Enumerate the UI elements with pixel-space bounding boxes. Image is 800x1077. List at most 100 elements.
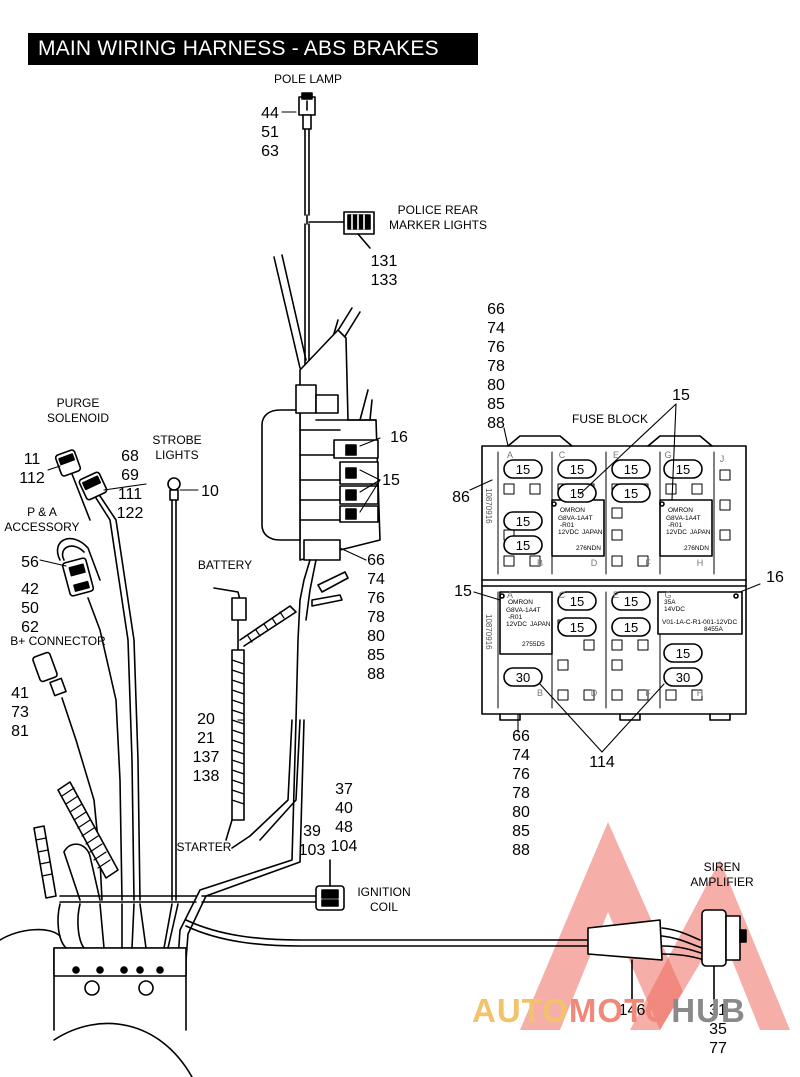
purge-solenoid-connectors (54, 449, 141, 901)
fuse-block (481, 435, 747, 721)
callout-fuse-86: 86 (452, 489, 470, 506)
starter-wire (231, 719, 301, 849)
ignition-coil-connector (315, 859, 345, 911)
row-b-top: B (537, 558, 543, 568)
bplus-connector (32, 651, 103, 901)
mount-bracket (0, 903, 193, 1077)
bplus-connector-label: B+ CONNECTOR (10, 634, 106, 648)
callout-siren-146: 146 (618, 1002, 646, 1019)
fuse-15-i: 15 (570, 594, 584, 609)
col-j-top: J (720, 454, 725, 464)
col-e-bottom: E (613, 590, 619, 600)
col-g-bottom: G (664, 590, 671, 600)
starter-label: STARTER (176, 840, 232, 854)
strobe-connector (167, 477, 181, 901)
page-title: MAIN WIRING HARNESS - ABS BRAKES (28, 33, 478, 65)
col-g-top: G (664, 450, 671, 460)
col-c-bottom: C (559, 590, 566, 600)
fuse-15-a: 15 (516, 462, 530, 477)
fuse-30-b: 30 (676, 670, 690, 685)
relay1-model: G8VA-1A4T (558, 515, 593, 522)
callout-main-16: 16 (390, 429, 408, 446)
callout-strobe: 10 (201, 483, 219, 500)
relay3-code: 2755D5 (522, 641, 545, 648)
fuse-15-m: 15 (676, 646, 690, 661)
relay2-brand: OMRON (668, 507, 693, 514)
row-d-bottom: D (591, 688, 598, 698)
main-junction-block (261, 329, 381, 721)
side-code-bottom: 10870916 (484, 614, 493, 650)
relay4-text: V01-1A-C-R1-001-12VDC (662, 619, 737, 626)
relay3-suffix: -R01 (508, 614, 522, 621)
fuse-15-c: 15 (624, 462, 638, 477)
battery-label: BATTERY (197, 558, 253, 572)
col-c-top: C (559, 450, 566, 460)
relay3-model: G8VA-1A4T (506, 607, 541, 614)
ignition-coil-label: IGNITION COIL (357, 885, 411, 914)
siren-cable (185, 909, 747, 1001)
relay1-suffix: -R01 (560, 522, 574, 529)
leader-lines (39, 111, 761, 753)
fuse-block-text: 15 15 15 15 15 15 15 15 15 15 15 15 15 3… (484, 450, 737, 698)
callout-fuse-15-left: 15 (454, 583, 472, 600)
side-code-top: 10870916 (484, 488, 493, 524)
relay4-code: 8455A (704, 626, 723, 633)
siren-amplifier-label: SIREN AMPLIFIER (690, 860, 754, 889)
relay2-origin: JAPAN (690, 529, 711, 536)
fuse-15-j: 15 (624, 594, 638, 609)
pole-lamp-wire (298, 92, 316, 371)
row-f-bottom: F (645, 688, 651, 698)
relay1-brand: OMRON (560, 507, 585, 514)
fuse-30-a: 30 (516, 670, 530, 685)
watermark-text: AUTOMOTOHUB (472, 992, 746, 1029)
fuse-block-label: FUSE BLOCK (571, 412, 649, 426)
relay4-a: 35A (664, 599, 676, 606)
pa-accessory-label: P & A ACCESSORY (4, 505, 80, 534)
relay3-origin: JAPAN (530, 621, 551, 628)
fuse-15-k: 15 (570, 620, 584, 635)
fuse-15-g: 15 (516, 514, 530, 529)
fuse-15-d: 15 (676, 462, 690, 477)
pa-accessory-connector (56, 537, 123, 901)
row-h-bottom: H (697, 688, 704, 698)
relay3-brand: OMRON (508, 599, 533, 606)
row-h-top: H (697, 558, 704, 568)
harness-trunk (59, 719, 317, 961)
pole-lamp-label: POLE LAMP (273, 72, 343, 86)
relay1-volt: 12VDC (558, 529, 579, 536)
callout-main-15: 15 (382, 472, 400, 489)
relay1-origin: JAPAN (582, 529, 603, 536)
marker-light-connector (308, 211, 375, 249)
relay2-suffix: -R01 (668, 522, 682, 529)
row-f-top: F (645, 558, 651, 568)
col-e-top: E (613, 450, 619, 460)
police-rear-label: POLICE REAR MARKER LIGHTS (388, 203, 487, 232)
fuse-15-e: 15 (570, 486, 584, 501)
row-d-top: D (591, 558, 598, 568)
callout-fuse-15-top: 15 (672, 387, 690, 404)
fuse-15-h: 15 (516, 538, 530, 553)
col-a-top: A (507, 450, 513, 460)
relay2-model: G8VA-1A4T (666, 515, 701, 522)
relay3-volt: 12VDC (506, 621, 527, 628)
relay1-code: 276NDN (576, 545, 601, 552)
relay4-b: 14VDC (664, 606, 685, 613)
col-a-bottom: A (507, 590, 513, 600)
callout-fuse-114: 114 (589, 754, 615, 771)
row-b-bottom: B (537, 688, 543, 698)
fuse-15-f: 15 (624, 486, 638, 501)
fuse-15-b: 15 (570, 462, 584, 477)
relay2-volt: 12VDC (666, 529, 687, 536)
purge-solenoid-label: PURGE SOLENOID (46, 396, 109, 425)
